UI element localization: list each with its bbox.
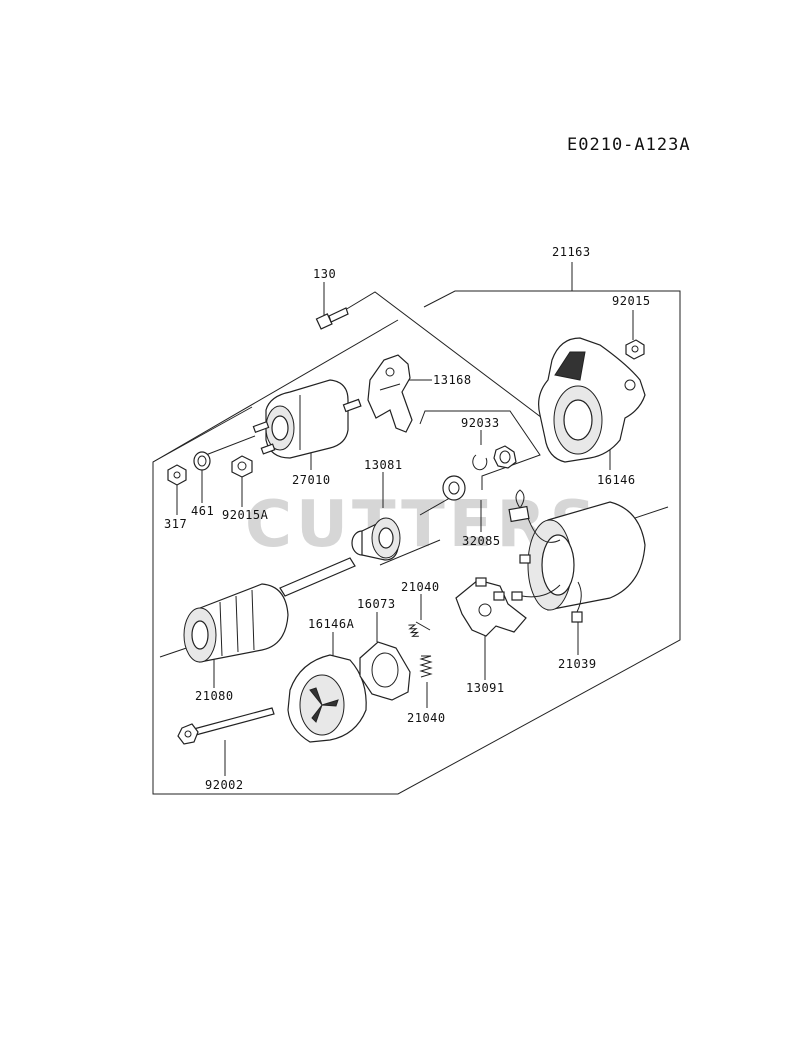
part-13168-lever xyxy=(367,354,413,433)
part-16146A-cover xyxy=(287,654,367,743)
part-27010-solenoid xyxy=(252,379,362,459)
label-32085: 32085 xyxy=(462,534,501,548)
part-317-nut xyxy=(167,464,187,486)
part-92002-bolt xyxy=(177,707,275,745)
label-92015A: 92015A xyxy=(222,508,269,522)
label-92015: 92015 xyxy=(612,294,651,308)
diagram-code: E0210-A123A xyxy=(567,135,691,155)
label-13168: 13168 xyxy=(433,373,472,387)
label-21039: 21039 xyxy=(558,657,597,671)
part-13091-holder xyxy=(455,577,527,637)
part-32085-washer xyxy=(442,475,466,501)
part-461-washer xyxy=(193,451,211,471)
guide-line xyxy=(344,291,559,431)
label-92033: 92033 xyxy=(461,416,500,430)
part-16146-housing xyxy=(538,337,646,463)
label-13091: 13091 xyxy=(466,681,505,695)
label-317: 317 xyxy=(164,517,187,531)
part-21080-armature xyxy=(183,557,356,663)
part-21040-spring-a xyxy=(408,621,431,637)
label-27010: 27010 xyxy=(292,473,331,487)
label-21040-upper: 21040 xyxy=(401,580,440,594)
label-13081: 13081 xyxy=(364,458,403,472)
label-21040-lower: 21040 xyxy=(407,711,446,725)
label-92002: 92002 xyxy=(205,778,244,792)
sub-frame xyxy=(419,410,541,490)
part-92033-ring xyxy=(472,454,488,471)
frame-edge xyxy=(152,406,253,463)
part-gear-washer xyxy=(493,445,517,469)
label-16146: 16146 xyxy=(597,473,636,487)
part-13081-pinion xyxy=(351,517,401,561)
part-130-bolt xyxy=(315,307,349,330)
axis-line-mid xyxy=(379,539,441,566)
part-92015A-nut xyxy=(231,455,253,478)
label-16146A: 16146A xyxy=(308,617,355,631)
part-21040-spring-b xyxy=(419,655,433,678)
label-21163: 21163 xyxy=(552,245,591,259)
label-461: 461 xyxy=(191,504,214,518)
label-21080: 21080 xyxy=(195,689,234,703)
part-16073-plate xyxy=(359,641,411,701)
part-yoke xyxy=(508,489,646,623)
label-16073: 16073 xyxy=(357,597,396,611)
label-130: 130 xyxy=(313,267,336,281)
assembly-frame xyxy=(152,290,681,795)
part-92015-nut xyxy=(625,339,645,360)
